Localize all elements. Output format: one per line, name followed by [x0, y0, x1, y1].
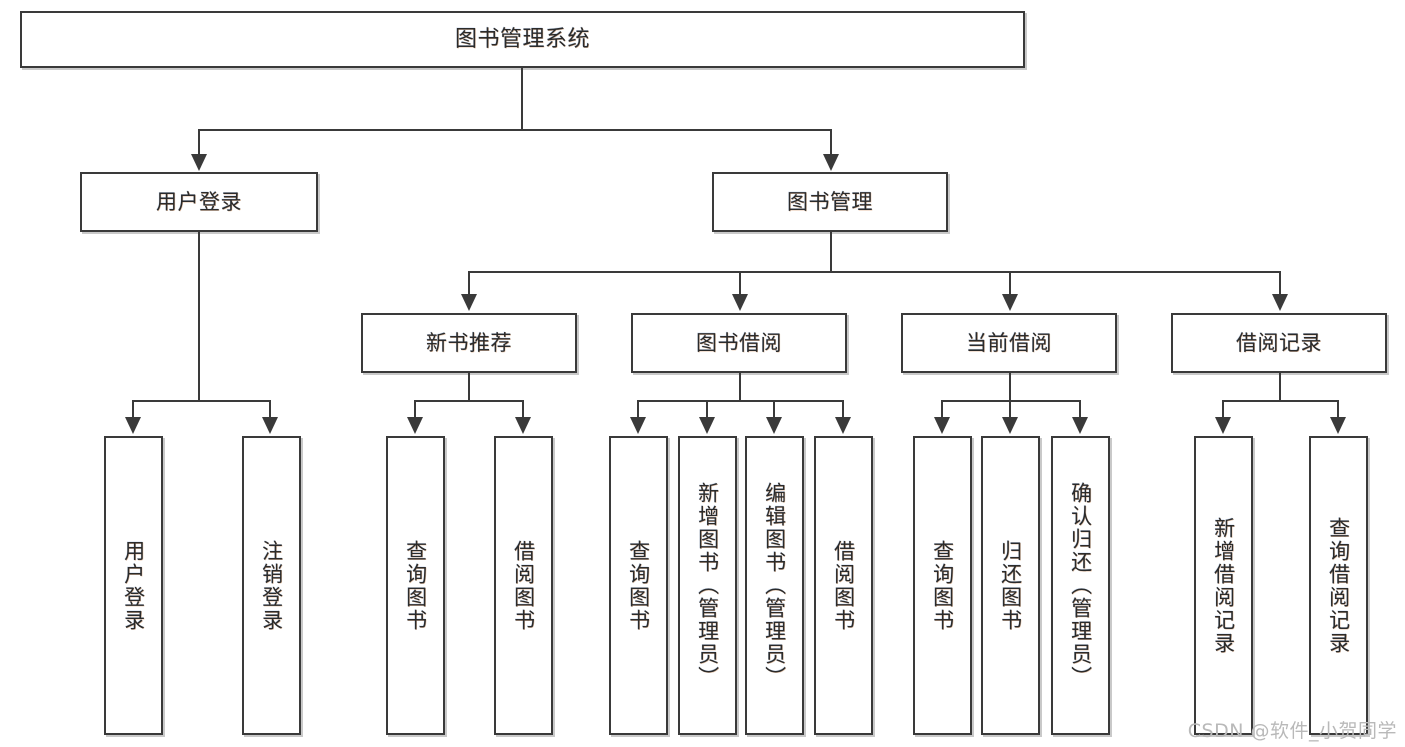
connector-root-to-book-management [830, 129, 832, 155]
node-label: 用户登录 [156, 189, 242, 214]
connector-to-new-book-recommend [468, 271, 470, 295]
arrow-to-leaf-return-book [1002, 417, 1018, 434]
node-label: 用户登录 [121, 540, 146, 632]
node-label: 借阅记录 [1236, 330, 1322, 355]
node-leaf-query-borrow-record[interactable]: 查询借阅记录 [1309, 436, 1368, 735]
node-leaf-add-book[interactable]: 新增图书（管理员） [678, 436, 737, 735]
node-book-management[interactable]: 图书管理 [712, 172, 948, 232]
connector-to-borrow-record [1279, 271, 1281, 295]
arrow-to-leaf-user-login [125, 417, 141, 434]
arrow-to-leaf-confirm-return [1072, 417, 1088, 434]
node-leaf-query-book-current[interactable]: 查询图书 [913, 436, 972, 735]
arrow-to-borrow-record [1272, 294, 1288, 311]
connector-user-login-bus [132, 400, 270, 402]
node-user-login[interactable]: 用户登录 [80, 172, 318, 232]
connector-br-leaf-1 [1222, 400, 1224, 418]
node-label: 图书借阅 [696, 330, 782, 355]
node-new-book-recommend[interactable]: 新书推荐 [361, 313, 577, 373]
node-label: 借阅图书 [511, 540, 536, 632]
connector-root-stem [521, 68, 523, 129]
node-label: 归还图书 [998, 540, 1023, 632]
connector-cb-leaf-1 [941, 400, 943, 418]
connector-bb-leaf-2 [706, 400, 708, 418]
connector-cb-leaf-2 [1009, 400, 1011, 418]
arrow-to-leaf-query-record [1330, 417, 1346, 434]
node-leaf-add-borrow-record[interactable]: 新增借阅记录 [1194, 436, 1253, 735]
arrow-to-user-login [191, 154, 207, 171]
connector-bb-leaf-4 [842, 400, 844, 418]
connector-current-borrow-stem [1009, 373, 1011, 400]
connector-cb-leaf-3 [1079, 400, 1081, 418]
node-leaf-logout[interactable]: 注销登录 [242, 436, 301, 735]
node-leaf-return-book[interactable]: 归还图书 [981, 436, 1040, 735]
connector-user-login-to-leaf-2 [269, 400, 271, 418]
node-leaf-query-book-recommend[interactable]: 查询图书 [386, 436, 445, 735]
connector-new-book-recommend-bus [414, 400, 524, 402]
arrow-to-leaf-add-book [699, 417, 715, 434]
node-leaf-query-book-borrow[interactable]: 查询图书 [609, 436, 668, 735]
connector-new-book-recommend-stem [468, 373, 470, 400]
connector-to-book-borrow [739, 271, 741, 295]
arrow-to-leaf-query-book-3 [934, 417, 950, 434]
node-leaf-borrow-book-recommend[interactable]: 借阅图书 [494, 436, 553, 735]
node-label: 新书推荐 [426, 330, 512, 355]
node-borrow-record[interactable]: 借阅记录 [1171, 313, 1387, 373]
arrow-to-current-borrow [1002, 294, 1018, 311]
node-label: 确认归还（管理员） [1068, 482, 1093, 689]
arrow-to-leaf-borrow-book-2 [835, 417, 851, 434]
arrow-to-leaf-borrow-book-1 [515, 417, 531, 434]
node-label: 查询图书 [930, 540, 955, 632]
node-leaf-confirm-return[interactable]: 确认归还（管理员） [1051, 436, 1110, 735]
node-book-management-system[interactable]: 图书管理系统 [20, 11, 1025, 68]
arrow-to-new-book-recommend [461, 294, 477, 311]
node-label: 查询图书 [626, 540, 651, 632]
connector-br-leaf-2 [1337, 400, 1339, 418]
connector-bb-leaf-1 [637, 400, 639, 418]
connector-book-borrow-bus [637, 400, 844, 402]
connector-level3-bus [468, 271, 1280, 273]
node-leaf-user-login[interactable]: 用户登录 [104, 436, 163, 735]
connector-bb-leaf-3 [773, 400, 775, 418]
arrow-to-leaf-edit-book [766, 417, 782, 434]
connector-book-management-stem [830, 232, 832, 271]
arrow-to-book-management [823, 154, 839, 171]
node-label: 新增借阅记录 [1211, 517, 1236, 655]
node-label: 查询图书 [403, 540, 428, 632]
node-leaf-borrow-book[interactable]: 借阅图书 [814, 436, 873, 735]
arrow-to-leaf-query-book-2 [630, 417, 646, 434]
connector-user-login-stem [198, 232, 200, 400]
arrow-to-leaf-query-book-1 [407, 417, 423, 434]
connector-user-login-to-leaf-1 [132, 400, 134, 418]
node-label: 注销登录 [259, 540, 284, 632]
node-label: 图书管理 [787, 189, 873, 214]
node-leaf-edit-book[interactable]: 编辑图书（管理员） [745, 436, 804, 735]
connector-root-bus [198, 129, 832, 131]
arrow-to-book-borrow [732, 294, 748, 311]
connector-nbr-leaf-1 [414, 400, 416, 418]
node-label: 借阅图书 [831, 540, 856, 632]
node-label: 查询借阅记录 [1326, 517, 1351, 655]
node-book-borrow[interactable]: 图书借阅 [631, 313, 847, 373]
connector-borrow-record-stem [1279, 373, 1281, 400]
connector-borrow-record-bus [1222, 400, 1339, 402]
connector-to-current-borrow [1009, 271, 1011, 295]
node-label: 图书管理系统 [454, 26, 590, 52]
node-label: 编辑图书（管理员） [762, 482, 787, 689]
connector-current-borrow-bus [941, 400, 1081, 402]
arrow-to-leaf-logout [262, 417, 278, 434]
arrow-to-leaf-add-record [1215, 417, 1231, 434]
node-label: 新增图书（管理员） [695, 482, 720, 689]
node-current-borrow[interactable]: 当前借阅 [901, 313, 1117, 373]
node-label: 当前借阅 [966, 330, 1052, 355]
connector-book-borrow-stem [739, 373, 741, 400]
connector-root-to-user-login [198, 129, 200, 155]
connector-nbr-leaf-2 [522, 400, 524, 418]
